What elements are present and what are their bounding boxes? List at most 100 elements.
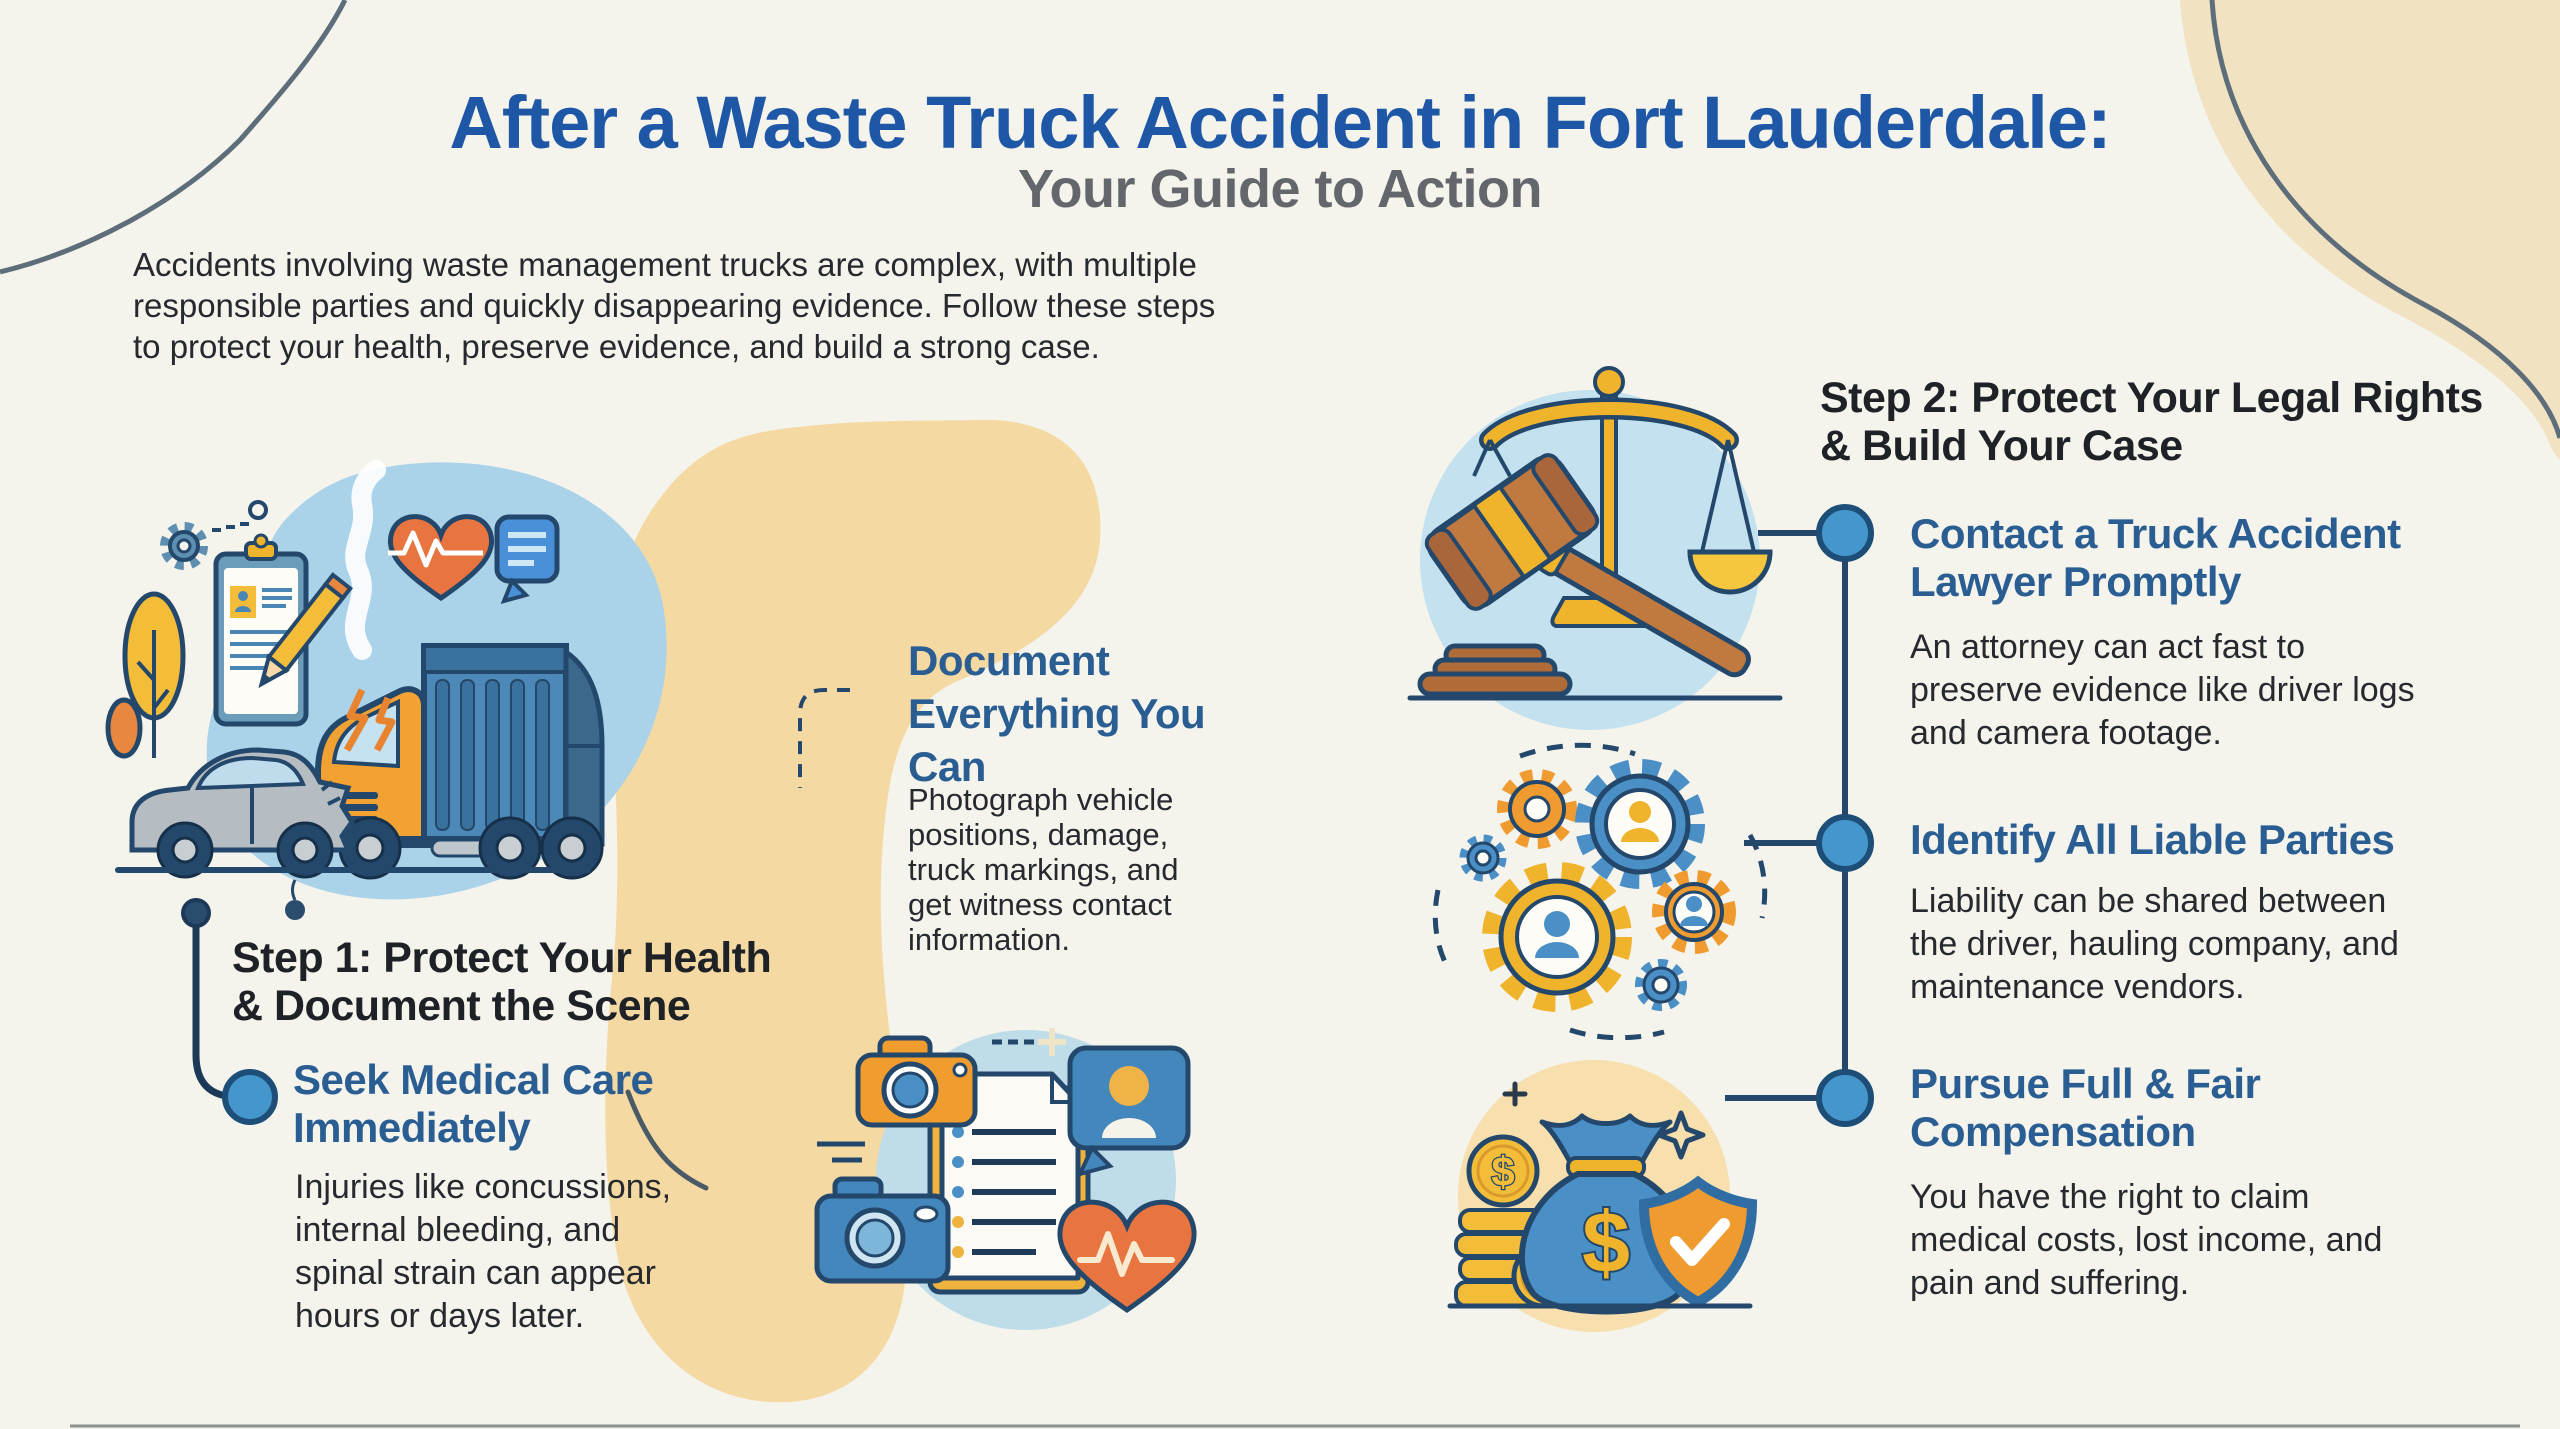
timeline-dot [222,1069,278,1125]
item-heading-line: Contact a Truck Accident [1910,510,2401,557]
item-body-line: the driver, hauling company, and [1910,925,2399,963]
item-heading-line: Identify All Liable Parties [1910,816,2395,863]
plus-decor [1502,1081,1528,1107]
gear-icon [1497,769,1577,849]
smoke-icon [344,460,386,660]
item-body-line: You have the right to claim [1910,1178,2310,1216]
item-body-line: spinal strain can appear [295,1254,657,1292]
corner-blob [2180,0,2560,460]
identify-parties-heading: Identify All Liable Parties [1910,816,2395,864]
balloon-decor [285,879,305,920]
item-body-line: information. [908,922,1070,957]
seek-medical-care-body: Injuries like concussions, internal blee… [295,1166,671,1338]
step2-heading-line: & Build Your Case [1820,422,2183,470]
dashed-arcs-decor [1432,742,1768,1040]
step2-heading: Step 2: Protect Your Legal Rights & Buil… [1820,374,2483,470]
item-body-line: medical costs, lost income, and [1910,1221,2383,1259]
tan-ribbon-blob [605,419,1101,1403]
gavel-icon [1417,453,1751,697]
step2-timeline [1725,504,1874,1127]
timeline-dot [1816,504,1874,562]
contact-lawyer-body: An attorney can act fast to preserve evi… [1910,626,2415,755]
intro-paragraph: Accidents involving waste management tru… [133,244,1215,367]
sparkle-icon [1038,1028,1066,1056]
gear-icon [1635,959,1687,1011]
gear-person-icon [1575,759,1705,889]
speech-bubble-icon [494,514,560,604]
item-body-line: internal bleeding, and [295,1211,621,1249]
corner-curve [2209,0,2560,439]
heart-ekg-icon [387,514,495,602]
item-body-line: An attorney can act fast to [1910,628,2306,666]
timeline-dot [1816,1069,1874,1127]
gear-person-icon [1482,862,1632,1012]
gear-person-icon [1652,870,1736,954]
camera-icon [814,1176,951,1284]
contact-lawyer-heading: Contact a Truck Accident Lawyer Promptly [1910,510,2401,606]
item-body-line: Photograph vehicle [908,782,1174,817]
item-heading-line: Seek Medical Care [293,1056,654,1103]
item-body-line: preserve evidence like driver logs [1910,671,2415,709]
sound-block-icon [1417,643,1573,697]
dollar-sign-icon: $ [1582,1195,1630,1291]
person-bubble-icon [1067,1045,1191,1178]
sparkle-icon [1656,1110,1706,1160]
item-body-line: Liability can be shared between [1910,882,2387,920]
item-heading-line: Can [908,743,986,790]
item-body-line: maintenance vendors. [1910,968,2245,1006]
item-body-line: get witness contact [908,887,1172,922]
step1-heading: Step 1: Protect Your Health & Document t… [232,934,772,1030]
intro-line: responsible parties and quickly disappea… [133,287,1216,324]
document-everything-heading: Document Everything You Can [908,634,1206,793]
camera-icon [855,1035,978,1128]
pursue-compensation-body: You have the right to claim medical cost… [1910,1176,2382,1305]
item-heading-line: Pursue Full & Fair [1910,1060,2261,1107]
intro-line: to protect your health, preserve evidenc… [133,328,1100,365]
shield-check-icon [1638,1175,1758,1308]
intro-line: Accidents involving waste management tru… [133,246,1197,283]
heart-ekg-icon [1057,1199,1197,1314]
tree-icon [105,697,143,759]
item-heading-line: Lawyer Promptly [1910,558,2241,605]
item-body-line: hours or days later. [295,1297,585,1335]
speed-dashes-decor [817,1141,865,1163]
top-left-curve [0,0,348,275]
document-everything-body: Photograph vehicle positions, damage, tr… [908,782,1179,957]
item-heading-line: Compensation [1910,1108,2196,1155]
item-body-line: positions, damage, [908,817,1169,852]
money-compensation-illustration: $ $ $ [1447,1060,1758,1332]
garbage-truck-icon [304,643,605,880]
seek-medical-care-heading: Seek Medical Care Immediately [293,1056,654,1152]
step1-heading-line: Step 1: Protect Your Health [232,934,772,982]
page-title: After a Waste Truck Accident in Fort Lau… [449,81,2111,164]
timeline-dot [1816,814,1874,872]
item-heading-line: Document [908,637,1110,684]
gears-people-illustration [1432,742,1768,1040]
page-subtitle: Your Guide to Action [1018,159,1542,219]
camera-checklist-illustration [814,1028,1197,1330]
crashed-car-icon [129,747,356,879]
step2-heading-line: Step 2: Protect Your Legal Rights [1820,374,2483,422]
item-body-line: and camera footage. [1910,714,2222,752]
tree-icon [122,591,186,758]
item-body-line: Injuries like concussions, [295,1168,672,1206]
dashed-corner-decor [798,688,850,788]
gear-icon [1459,834,1507,882]
gavel-scales-illustration [1407,366,1783,730]
item-body-line: truck markings, and [908,852,1179,887]
swoosh-curve [625,1089,709,1191]
gear-icon [160,522,208,570]
crash-sparks-icon [343,688,396,752]
step1-timeline [181,898,278,1125]
step1-heading-line: & Document the Scene [232,982,691,1030]
item-heading-line: Everything You [908,690,1206,737]
item-heading-line: Immediately [293,1104,531,1151]
clipboard-icon [213,533,309,727]
item-body-line: pain and suffering. [1910,1264,2190,1302]
circle-decor [248,500,268,520]
pencil-icon [258,572,354,689]
dollar-sign-icon: $ [1491,1148,1514,1195]
dashes-decor [212,522,249,532]
